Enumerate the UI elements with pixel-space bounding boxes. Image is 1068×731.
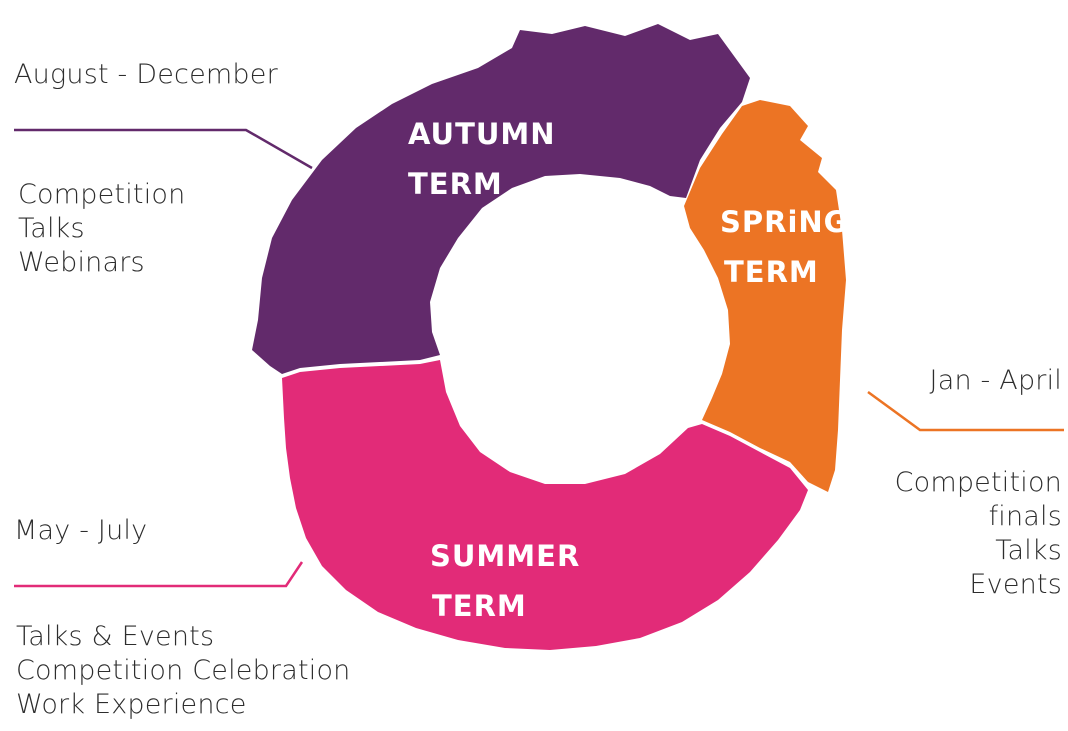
autumn-term-label-line2: TERM [408, 167, 503, 201]
summer-activity-item: Talks & Events [16, 621, 215, 652]
spring-activity-item: finals [988, 501, 1062, 532]
summer-activity-item: Work Experience [16, 689, 247, 720]
autumn-dates: August - December [14, 59, 278, 90]
autumn-connector-line [14, 128, 313, 170]
spring-activity-item: Events [969, 569, 1062, 600]
spring-term-label-line1: SPRiNG [720, 205, 849, 239]
spring-activity-item: Competition [894, 467, 1062, 498]
autumn-activity-item: Competition [18, 179, 186, 210]
autumn-term-label-line1: AUTUMN [408, 117, 556, 151]
spring-activities: Competition finals Talks Events [895, 466, 1062, 602]
autumn-activity-item: Talks [18, 213, 85, 244]
summer-term-segment [282, 360, 808, 650]
summer-activity-item: Competition Celebration [16, 655, 351, 686]
summer-activities: Talks & Events Competition Celebration W… [16, 620, 351, 722]
summer-dates: May - July [14, 515, 148, 546]
summer-term-label-line1: SUMMER [430, 539, 580, 573]
autumn-term-segment [252, 24, 750, 374]
autumn-activity-item: Webinars [18, 247, 145, 278]
spring-connector-line [867, 390, 1064, 432]
summer-connector-line [14, 561, 304, 588]
spring-term-segment [684, 100, 846, 492]
spring-term-label-line2: TERM [724, 255, 819, 289]
spring-dates: Jan - April [929, 365, 1062, 396]
summer-term-label-line2: TERM [432, 589, 527, 623]
autumn-activities: Competition Talks Webinars [18, 178, 185, 280]
spring-activity-item: Talks [995, 535, 1062, 566]
